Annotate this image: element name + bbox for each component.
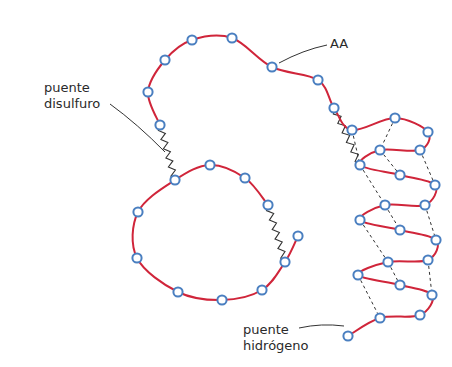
amino-acid-bead	[415, 310, 424, 319]
amino-acid-bead	[173, 287, 182, 296]
amino-acid-bead	[263, 200, 272, 209]
amino-acid-bead	[380, 200, 389, 209]
disulfide-bridge	[333, 108, 360, 165]
amino-acid-bead	[187, 35, 196, 44]
amino-acid-bead	[217, 295, 226, 304]
annotation-label: AA	[330, 36, 348, 52]
amino-acid-bead	[375, 313, 384, 322]
leader-line	[299, 325, 344, 328]
amino-acid-bead	[395, 170, 404, 179]
amino-acid-bead	[390, 113, 399, 122]
amino-acid-bead	[293, 231, 302, 240]
chain-line	[133, 165, 298, 300]
leader-lines	[110, 45, 344, 328]
amino-acid-bead	[395, 280, 404, 289]
annotation-label: puente hidrógeno	[243, 322, 323, 354]
polypeptide-chain	[133, 36, 438, 336]
amino-acid-bead	[329, 103, 338, 112]
amino-acid-bead	[280, 257, 289, 266]
amino-acid-bead	[427, 290, 436, 299]
chain-line	[148, 36, 438, 336]
amino-acid-bead	[133, 207, 142, 216]
amino-acid-bead	[227, 33, 236, 42]
amino-acid-bead	[132, 253, 141, 262]
amino-acid-bead	[160, 55, 169, 64]
amino-acid-bead	[267, 62, 276, 71]
amino-acid-bead	[205, 160, 214, 169]
amino-acid-bead	[383, 257, 392, 266]
amino-acid-bead	[343, 331, 352, 340]
amino-acid-bead	[423, 127, 432, 136]
disulfide-bridge	[267, 205, 286, 262]
amino-acid-bead	[375, 145, 384, 154]
disulfide-bridge	[158, 125, 175, 180]
amino-acid-bead	[155, 120, 164, 129]
amino-acid-bead	[347, 125, 356, 134]
amino-acid-bead	[353, 270, 362, 279]
amino-acid-bead	[415, 145, 424, 154]
amino-acid-bead	[420, 200, 429, 209]
amino-acid-bead	[355, 215, 364, 224]
amino-acid-bead	[355, 160, 364, 169]
amino-acid-bead	[170, 175, 179, 184]
amino-acids	[132, 33, 440, 340]
amino-acid-bead	[395, 225, 404, 234]
bonds	[158, 108, 436, 318]
amino-acid-bead	[143, 87, 152, 96]
leader-line	[279, 45, 327, 63]
amino-acid-bead	[257, 285, 266, 294]
amino-acid-bead	[313, 75, 322, 84]
amino-acid-bead	[240, 173, 249, 182]
leader-line	[110, 104, 165, 152]
amino-acid-bead	[423, 255, 432, 264]
amino-acid-bead	[430, 180, 439, 189]
amino-acid-bead	[431, 235, 440, 244]
annotation-label: puente disulfuro	[44, 80, 116, 112]
